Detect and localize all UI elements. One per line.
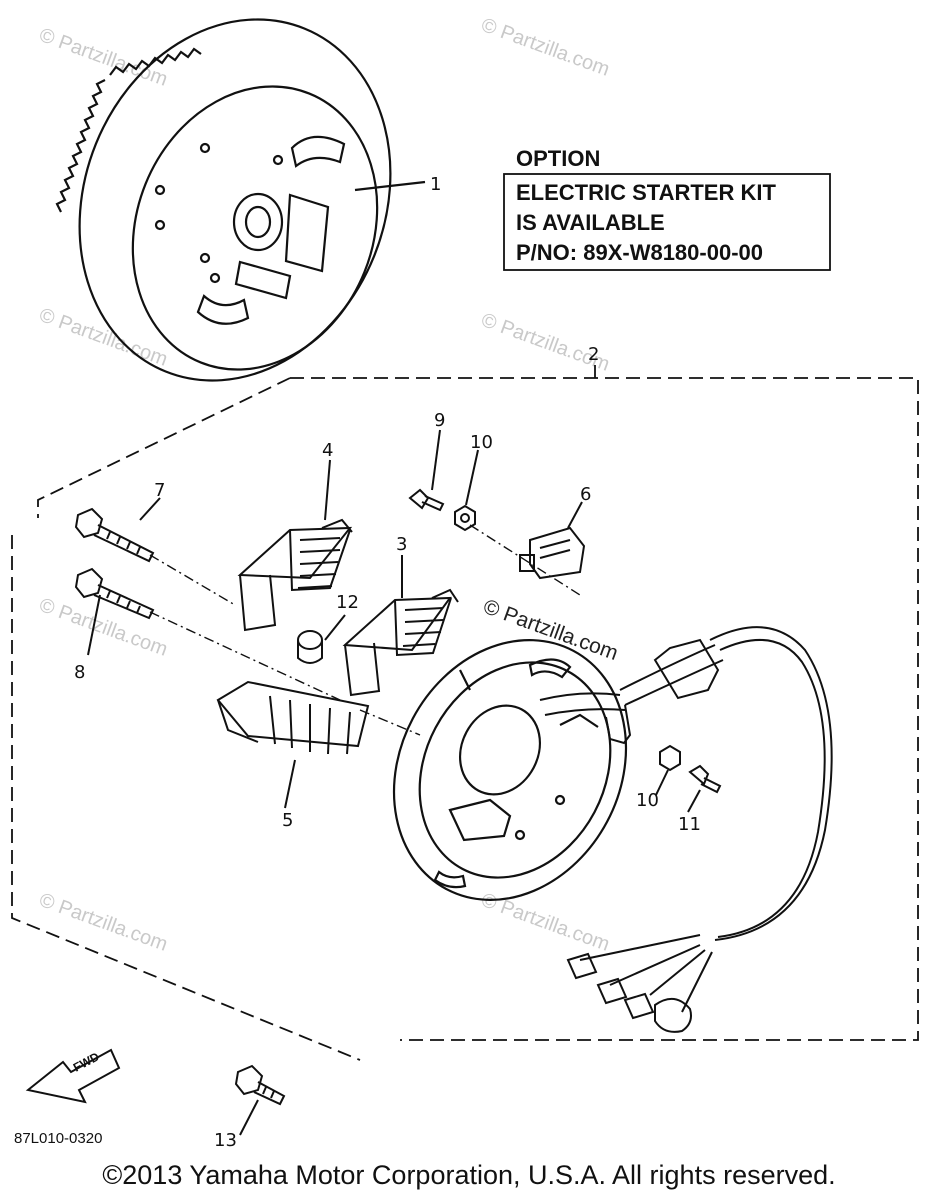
flywheel — [55, 18, 426, 382]
coil-3 — [342, 555, 459, 697]
bolt-7 — [74, 497, 161, 563]
watermark: © Partzilla.com — [478, 14, 612, 81]
option-line-2: IS AVAILABLE — [516, 210, 665, 235]
fwd-label: FWD — [71, 1049, 102, 1074]
callout-4: 4 — [322, 440, 333, 461]
fwd-arrow-icon: FWD — [25, 1048, 121, 1104]
callout-2: 2 — [588, 344, 599, 365]
callout-6: 6 — [580, 484, 591, 505]
callout-3: 3 — [396, 534, 407, 555]
screw-11 — [687, 764, 722, 813]
regulator-6 — [519, 501, 586, 580]
callout-numbers: 1 2 3 4 5 6 7 8 9 10 10 11 12 13 — [74, 174, 701, 1151]
callout-10-lower: 10 — [636, 790, 659, 811]
watermark: © Partzilla.com — [478, 309, 612, 376]
stator-base — [392, 638, 628, 902]
callout-12: 12 — [336, 592, 359, 613]
parts-diagram: © Partzilla.com © Partzilla.com © Partzi… — [11, 14, 919, 1151]
option-box: OPTION ELECTRIC STARTER KIT IS AVAILABLE… — [503, 146, 831, 271]
callout-13: 13 — [214, 1130, 237, 1151]
wire-harness — [539, 626, 833, 1033]
assembly-leaders — [149, 524, 581, 736]
callout-9: 9 — [434, 410, 445, 431]
option-frame — [503, 173, 831, 271]
bolt-13 — [234, 1064, 286, 1136]
watermark: © Partzilla.com — [36, 594, 170, 661]
copyright-notice: ©2013 Yamaha Motor Corporation, U.S.A. A… — [102, 1160, 836, 1190]
option-line-1: ELECTRIC STARTER KIT — [516, 180, 776, 205]
bolt-8 — [74, 567, 155, 656]
nut-10-lower — [655, 744, 681, 796]
callout-8: 8 — [74, 662, 85, 683]
screw-9 — [408, 429, 445, 512]
stator-assembly-outline — [11, 365, 919, 1061]
callout-7: 7 — [154, 480, 165, 501]
callout-11: 11 — [678, 814, 701, 835]
watermark: © Partzilla.com — [36, 304, 170, 371]
nut-10-upper — [454, 449, 479, 532]
spacer-12 — [297, 614, 346, 664]
callout-1: 1 — [430, 174, 441, 195]
coil-4 — [237, 459, 353, 632]
watermark-center: © Partzilla.com — [480, 595, 621, 665]
callout-5: 5 — [282, 810, 293, 831]
watermark: © Partzilla.com — [36, 889, 170, 956]
callout-10-upper: 10 — [470, 432, 493, 453]
coil-5 — [216, 680, 370, 809]
option-line-3: P/NO: 89X-W8180-00-00 — [516, 240, 763, 265]
diagram-code: 87L010-0320 — [14, 1130, 102, 1147]
option-title: OPTION — [516, 146, 600, 171]
